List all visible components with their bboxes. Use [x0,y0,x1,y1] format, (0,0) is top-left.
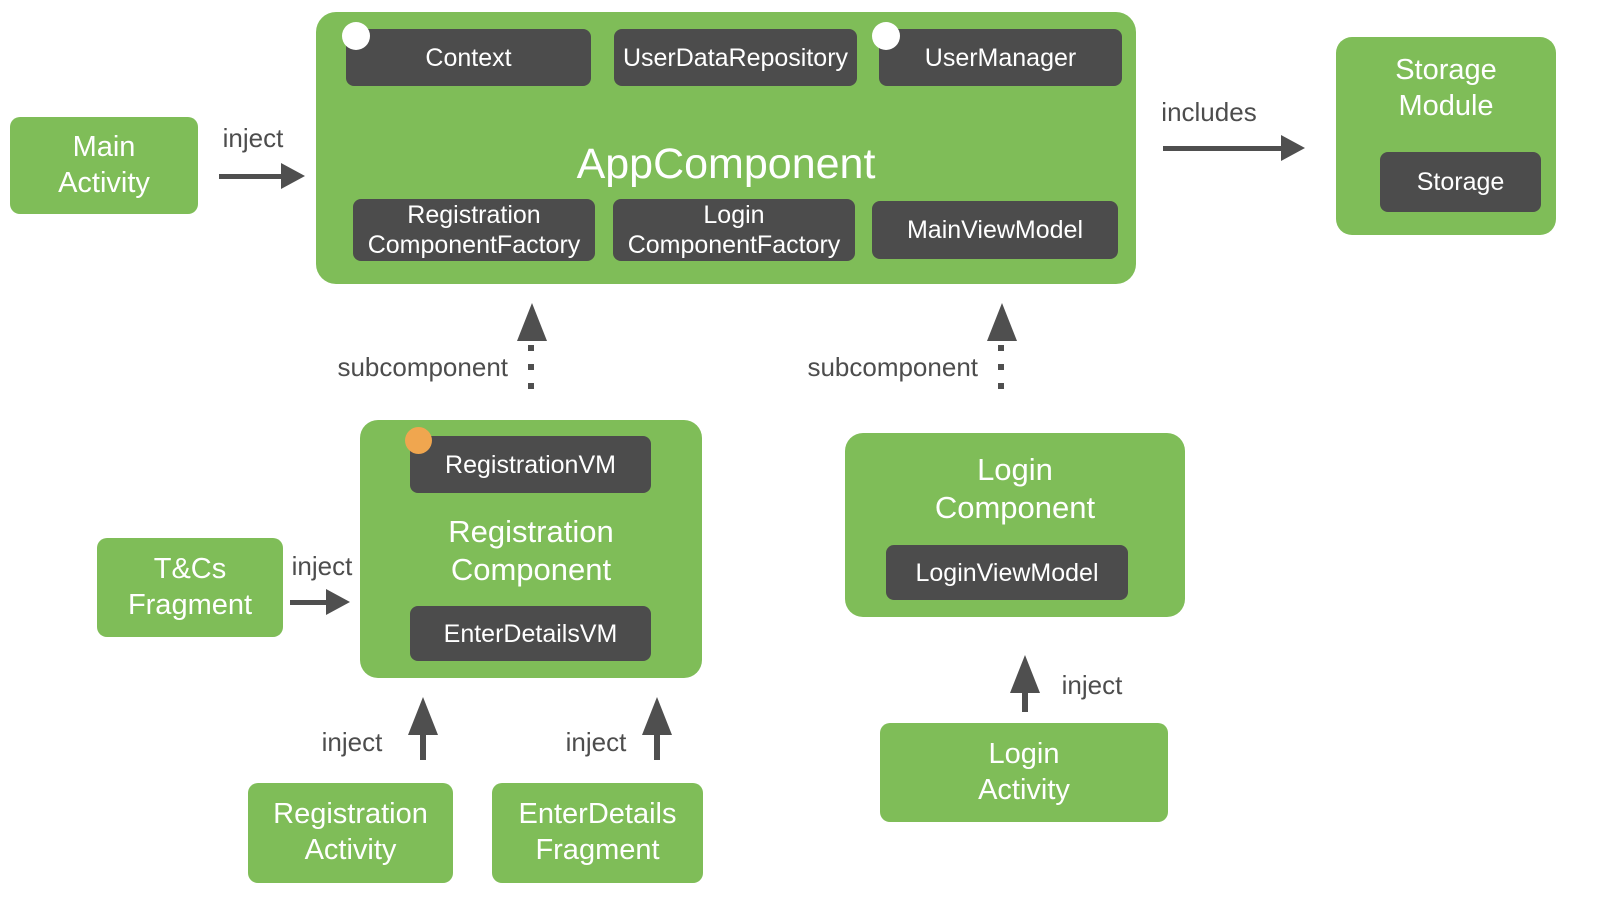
app-component-title: AppComponent [576,140,876,188]
node-user-data-repository: UserDataRepository [614,29,857,86]
singleton-scope-dot-icon [872,22,900,50]
arrow-line [1022,692,1028,712]
arrow-line [654,734,660,760]
node-registration-component-factory: Registration ComponentFactory [353,199,595,261]
singleton-scope-dot-icon [342,22,370,50]
node-login-component-factory: Login ComponentFactory [613,199,855,261]
node-main-view-model: MainViewModel [872,201,1118,259]
node-enter-details-vm: EnterDetailsVM [410,606,651,661]
edge-label-inject-main: inject [222,123,284,153]
arrow-head-icon [408,697,438,735]
node-tcs-fragment: T&Cs Fragment [97,538,283,637]
node-login-component: Login Component LoginViewModel [845,433,1185,617]
arrow-head-icon [326,589,350,615]
edge-label-subcomponent-left: subcomponent [337,352,508,382]
edge-label-inject-enterdetails-fragment: inject [565,727,627,757]
dotted-line [528,345,534,401]
registration-component-title: Registration Component [448,514,614,588]
arrow-head-icon [281,163,305,189]
node-registration-activity: Registration Activity [248,783,453,883]
node-registration-vm: RegistrationVM [410,436,651,493]
login-component-title: Login Component [934,452,1096,526]
node-storage-module: Storage Module Storage [1336,37,1556,235]
node-user-manager: UserManager [879,29,1122,86]
arrow-head-icon [1010,655,1040,693]
node-enterdetails-fragment: EnterDetails Fragment [492,783,703,883]
arrow-head-icon [987,303,1017,341]
node-login-activity: Login Activity [880,723,1168,822]
arrow-line [1163,146,1281,151]
arrow-line [219,174,281,179]
node-main-activity: Main Activity [10,117,198,214]
edge-label-subcomponent-right: subcomponent [807,352,978,382]
node-login-view-model: LoginViewModel [886,545,1128,600]
edge-label-includes: includes [1161,97,1257,127]
registration-scope-dot-icon [405,427,432,454]
arrow-line [290,600,328,605]
node-app-component: Context UserDataRepository UserManager A… [316,12,1136,284]
arrow-head-icon [1281,135,1305,161]
arrow-head-icon [642,697,672,735]
arrow-head-icon [517,303,547,341]
edge-label-inject-registration-activity: inject [321,727,383,757]
node-registration-component: RegistrationVM Registration Component En… [360,420,702,678]
arrow-line [420,734,426,760]
dotted-line [998,345,1004,401]
storage-module-title: Storage Module [1395,54,1497,122]
node-storage: Storage [1380,152,1541,212]
node-context: Context [346,29,591,86]
edge-label-inject-login-activity: inject [1061,670,1123,700]
edge-label-inject-tcs: inject [291,551,353,581]
